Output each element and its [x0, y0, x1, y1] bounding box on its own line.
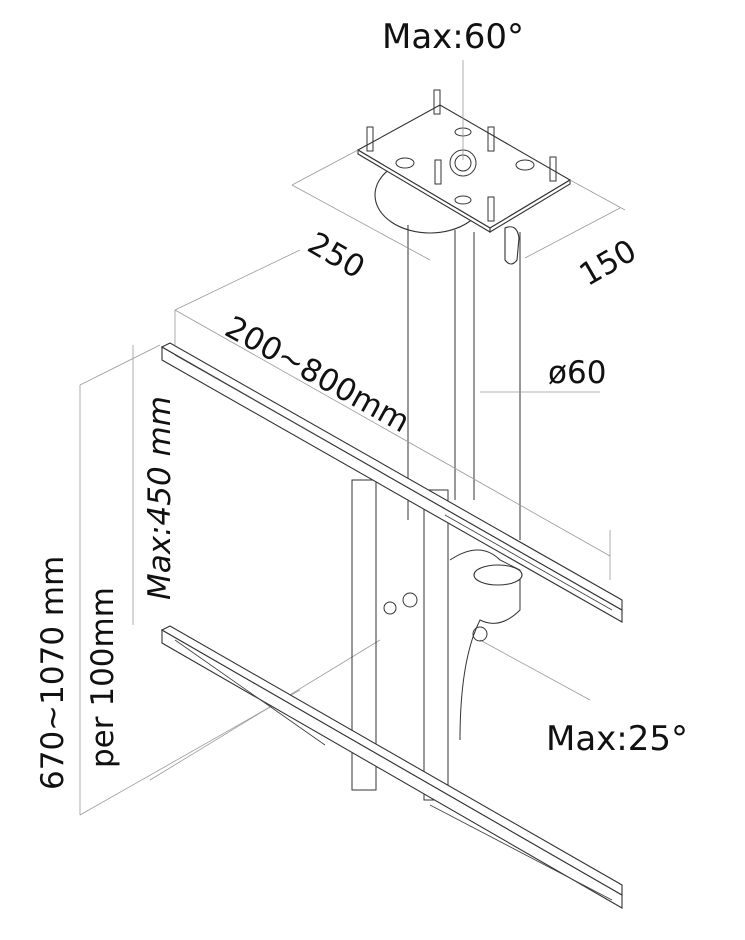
vesa-height-label: Max:450 mm — [142, 396, 178, 600]
tilt-bottom-label: Max:25° — [546, 719, 689, 759]
pole-length-label: 670~1070 mm — [35, 555, 71, 790]
dimension-lines — [79, 60, 626, 816]
pole-diameter-label: ø60 — [548, 355, 607, 391]
ceiling-plate — [356, 89, 572, 265]
tilt-top-label: Max:60° — [382, 17, 525, 57]
pole-step-label: per 100mm — [85, 587, 121, 768]
lower-rail — [160, 625, 623, 909]
pole — [407, 225, 521, 540]
upper-rail — [160, 342, 623, 623]
vertical-bracket — [351, 479, 523, 801]
